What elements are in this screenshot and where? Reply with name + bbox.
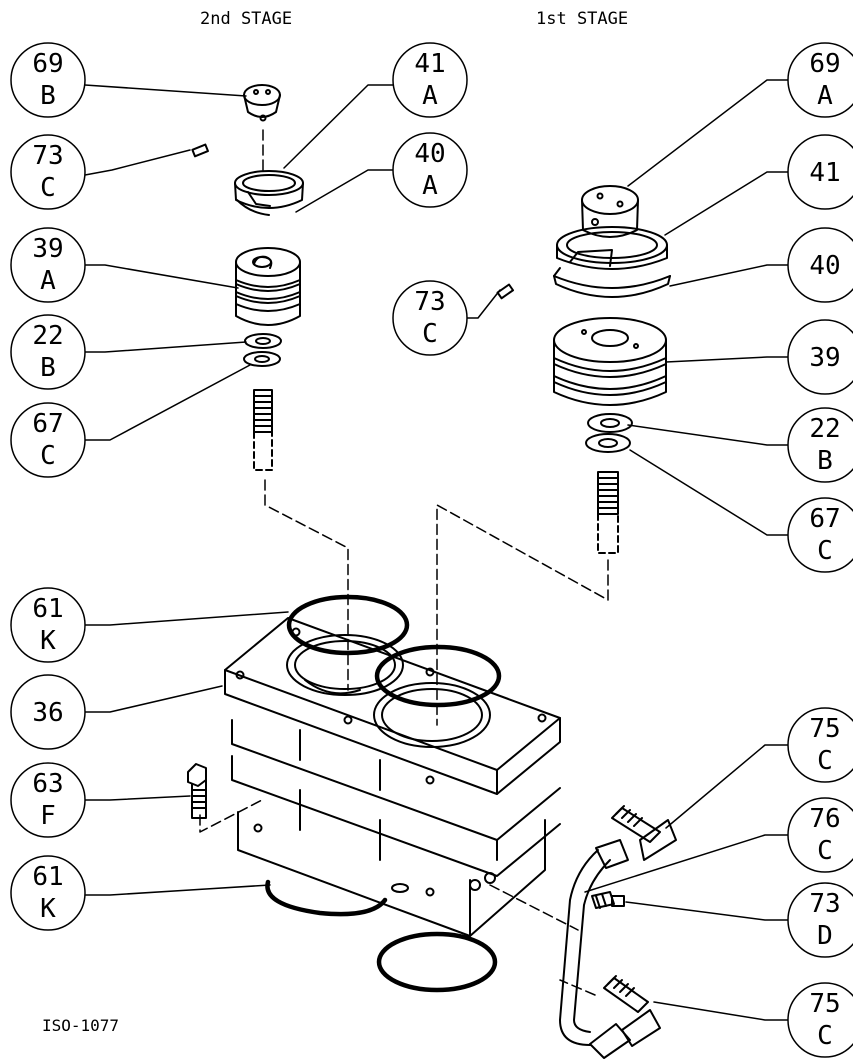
balloon-69a-num: 69 bbox=[809, 49, 840, 79]
leader-lines bbox=[84, 79, 791, 1021]
balloon-61k-top-letter: K bbox=[40, 626, 56, 656]
balloon-22b-right-num: 22 bbox=[809, 414, 840, 444]
balloon-69b-letter: B bbox=[40, 81, 56, 111]
balloons bbox=[10, 42, 853, 1058]
balloon-75c-bottom-letter: C bbox=[817, 1021, 833, 1051]
part-69b-cap bbox=[243, 84, 281, 122]
part-75c-fitting-top bbox=[611, 805, 677, 861]
balloon-40a-letter: A bbox=[422, 171, 438, 201]
balloon-75c-top-num: 75 bbox=[809, 714, 840, 744]
balloon-22b-left-letter: B bbox=[40, 353, 56, 383]
part-63f-bolt bbox=[187, 763, 207, 819]
part-73c-pin-left bbox=[191, 143, 209, 158]
balloon-76c-letter: C bbox=[817, 836, 833, 866]
part-22b-washer-right bbox=[587, 413, 633, 433]
part-67c-washer-left bbox=[243, 351, 281, 367]
part-39-piston bbox=[553, 317, 667, 406]
part-36-cylinder bbox=[224, 617, 561, 937]
part-41-ring bbox=[556, 226, 668, 270]
balloon-61k-bottom-num: 61 bbox=[32, 862, 63, 892]
balloon-22b-left-num: 22 bbox=[32, 321, 63, 351]
part-61k-oring-bottom-a bbox=[265, 879, 388, 917]
part-stud-left bbox=[253, 389, 273, 471]
balloon-labels: 69 B 73 C 41 A 40 A 39 A 22 B 67 C 69 A … bbox=[32, 49, 840, 1051]
balloon-73c-left-letter: C bbox=[40, 173, 56, 203]
balloon-61k-top-num: 61 bbox=[32, 594, 63, 624]
balloon-39a-num: 39 bbox=[32, 234, 63, 264]
balloon-73c-left-num: 73 bbox=[32, 141, 63, 171]
part-41a-40a-rings bbox=[234, 170, 304, 216]
part-39a-piston bbox=[235, 247, 301, 326]
part-73c-pin-mid bbox=[496, 283, 515, 300]
balloon-40-num: 40 bbox=[809, 251, 840, 281]
balloon-67c-left-letter: C bbox=[40, 441, 56, 471]
part-22b-washer-left bbox=[244, 333, 282, 349]
part-76c-tube bbox=[559, 839, 629, 1046]
balloon-41a-letter: A bbox=[422, 81, 438, 111]
balloon-69b-num: 69 bbox=[32, 49, 63, 79]
balloon-40a-num: 40 bbox=[414, 139, 445, 169]
balloon-67c-right-letter: C bbox=[817, 536, 833, 566]
part-61k-oring-bottom-b bbox=[376, 931, 498, 993]
balloon-69a-letter: A bbox=[817, 81, 833, 111]
part-67c-washer-right bbox=[585, 433, 631, 453]
balloon-76c-num: 76 bbox=[809, 804, 840, 834]
part-61k-oring-top-b bbox=[374, 644, 502, 708]
balloon-39a-letter: A bbox=[40, 266, 56, 296]
header-1st-stage: 1st STAGE bbox=[536, 9, 628, 29]
balloon-67c-right-num: 67 bbox=[809, 504, 840, 534]
centerlines bbox=[199, 129, 609, 996]
part-75c-fitting-bottom bbox=[589, 975, 661, 1059]
balloon-73d-letter: D bbox=[817, 921, 833, 951]
balloon-73c-mid-num: 73 bbox=[414, 287, 445, 317]
balloon-41a-num: 41 bbox=[414, 49, 445, 79]
balloon-41-num: 41 bbox=[809, 158, 840, 188]
part-40-ring bbox=[553, 267, 671, 298]
part-stud-right bbox=[597, 471, 619, 554]
header-2nd-stage: 2nd STAGE bbox=[200, 9, 292, 29]
balloon-73c-mid-letter: C bbox=[422, 319, 438, 349]
balloon-36-num: 36 bbox=[32, 698, 63, 728]
balloon-75c-top-letter: C bbox=[817, 746, 833, 776]
balloon-39-num: 39 bbox=[809, 343, 840, 373]
balloon-61k-bottom-letter: K bbox=[40, 894, 56, 924]
part-73d-plug bbox=[591, 891, 625, 909]
balloon-73d-num: 73 bbox=[809, 889, 840, 919]
balloon-63f-num: 63 bbox=[32, 769, 63, 799]
balloon-67c-left-num: 67 bbox=[32, 409, 63, 439]
balloon-22b-right-letter: B bbox=[817, 446, 833, 476]
balloon-63f-letter: F bbox=[40, 801, 56, 831]
drawing-number: ISO-1077 bbox=[42, 1016, 120, 1035]
balloon-75c-bottom-num: 75 bbox=[809, 989, 840, 1019]
